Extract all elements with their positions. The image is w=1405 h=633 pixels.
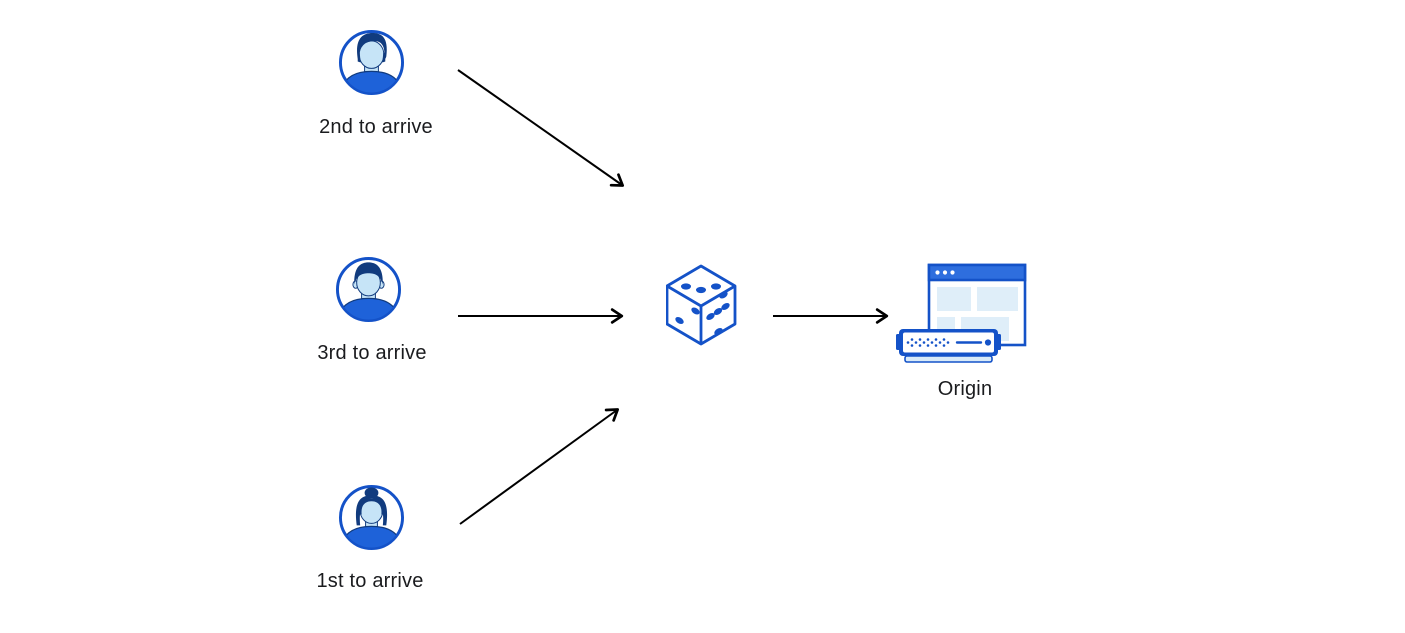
origin-label: Origin	[937, 378, 993, 400]
browser-and-server-icon	[896, 263, 1027, 363]
woman-bun-avatar	[338, 484, 405, 551]
arrow-user1-to-dice	[459, 408, 620, 525]
user2-label: 2nd to arrive	[319, 116, 433, 138]
user1-label: 1st to arrive	[316, 570, 424, 592]
arrow-user2-to-dice	[457, 69, 625, 187]
man-pompadour-avatar	[338, 29, 405, 96]
user3-label: 3rd to arrive	[317, 342, 427, 364]
man-short-hair-avatar	[335, 256, 402, 323]
dice-icon	[666, 264, 737, 346]
